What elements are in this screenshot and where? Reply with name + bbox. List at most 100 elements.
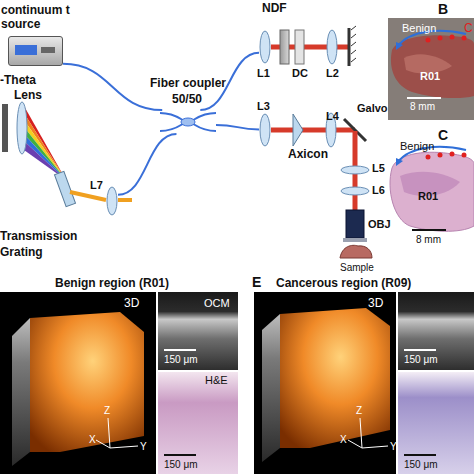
scale-label: 150 μm (404, 354, 438, 365)
source-part (41, 47, 55, 53)
panel-letter: E (252, 275, 261, 290)
beam (271, 128, 355, 133)
mirror-hatch (351, 26, 356, 62)
scale-bar (164, 454, 196, 456)
component-label: L5 (372, 162, 385, 174)
histology-tissue (390, 152, 474, 231)
tissue-photo (388, 18, 474, 120)
volume-render (280, 308, 390, 448)
ocm-image (398, 292, 474, 370)
view-label: H&E (205, 374, 228, 386)
component-label: DC (292, 67, 308, 79)
cancerous-panel (254, 292, 474, 474)
fiber-coupler: Fiber coupler50/50 (160, 110, 216, 134)
component-label: Fiber coupler (150, 76, 226, 90)
light-source: continuum t source (8, 36, 63, 66)
red-dot (438, 36, 443, 41)
region-label: R01 (420, 70, 440, 82)
volume-slice (262, 314, 280, 462)
lens: L1 (259, 30, 271, 64)
component-label: OBJ (368, 218, 391, 230)
sample-arm (271, 113, 372, 258)
lens-shape (259, 113, 271, 147)
sample-tissue (340, 245, 372, 258)
red-dot (450, 35, 455, 40)
spectrum-band (24, 106, 66, 180)
red-dot (462, 153, 467, 158)
component-label: -Theta (0, 74, 36, 87)
component-label: L7 (90, 178, 103, 192)
component-label: Lens (14, 89, 42, 102)
lens-shape (106, 186, 118, 216)
dispersion-compensator (295, 30, 304, 64)
ocm-image (158, 292, 238, 370)
component-label: L2 (326, 67, 339, 79)
component-label: Transmission (0, 230, 77, 243)
red-dot (438, 153, 443, 158)
component-label: continuum t source (1, 3, 71, 31)
optical-fiber (216, 125, 259, 129)
axis-label: X (340, 434, 347, 445)
lens: L3 (259, 113, 271, 147)
arrow-head (396, 42, 403, 50)
objective-tip (343, 238, 367, 242)
volume-background (0, 292, 156, 474)
axis-label: Y (390, 441, 397, 452)
tissue (391, 35, 474, 98)
component-label: L1 (257, 66, 270, 80)
panel-title: Cancerous region (R09) (276, 277, 411, 290)
lens-part (107, 187, 117, 215)
coupler-shape (160, 110, 216, 134)
beam (70, 192, 106, 200)
axis (348, 440, 362, 448)
component-label: 50/50 (172, 92, 202, 106)
component-label: Axicon (288, 148, 328, 161)
component-label: L4 (326, 110, 339, 122)
photo-background (388, 18, 474, 120)
f-theta-lens (17, 102, 27, 154)
transmission-grating (54, 171, 75, 206)
axis-label: Z (104, 405, 110, 416)
axis (96, 440, 110, 448)
region-label: R01 (418, 190, 438, 202)
scale-label: 150 μm (164, 459, 198, 470)
lens-part (260, 31, 270, 63)
scale-bar (164, 349, 196, 351)
scale-label: 150 μm (164, 354, 198, 365)
histology-slide (390, 147, 474, 231)
component-label: NDF (262, 2, 287, 15)
red-dot (462, 36, 467, 41)
ndf-filter (280, 30, 289, 64)
scale-label: 8 mm (410, 101, 435, 112)
scale-bar (412, 229, 446, 231)
view-label: 3D (124, 297, 139, 310)
axis-label: X (89, 434, 96, 445)
optical-fiber (63, 64, 162, 110)
axicon (293, 114, 303, 146)
region-label: Benign (402, 22, 436, 34)
panel-letter: C (438, 128, 448, 143)
axis (108, 418, 110, 448)
lens (341, 187, 369, 195)
line-camera (2, 104, 8, 152)
component-label: L3 (257, 99, 270, 113)
source-shape (9, 37, 64, 67)
he-image (158, 372, 238, 474)
spectrum-band (24, 120, 66, 180)
axis (110, 446, 138, 448)
red-dot (426, 155, 431, 160)
mirror (348, 28, 351, 66)
he-image (398, 372, 474, 474)
scale-bar (404, 349, 436, 351)
region-label: C (464, 22, 473, 35)
lens (327, 30, 337, 64)
spectrum-band (24, 113, 66, 180)
red-dot (450, 152, 455, 157)
panel-title: Benign region (R01) (55, 277, 169, 290)
lens-part (260, 114, 270, 146)
volume-background (254, 292, 396, 474)
component-label: Galvo (357, 102, 388, 114)
volume-render (30, 312, 144, 452)
spectrum-band (24, 127, 66, 180)
axis-label: Z (356, 405, 362, 416)
